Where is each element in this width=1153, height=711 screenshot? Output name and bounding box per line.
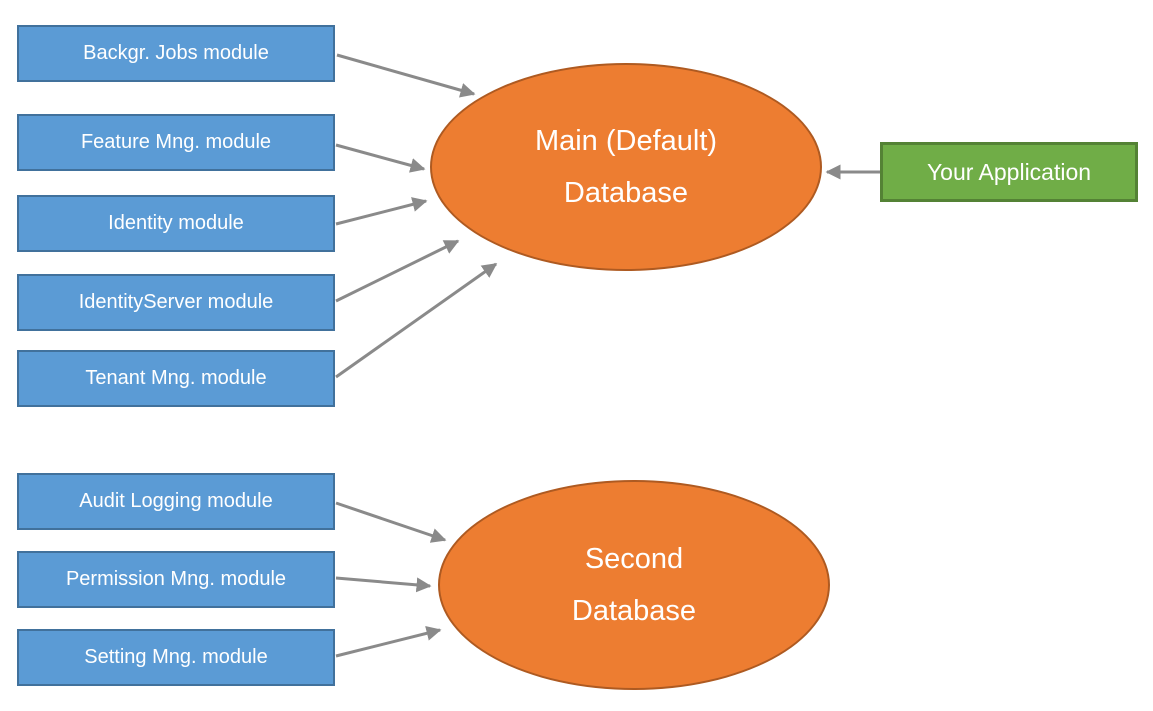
database-label-line2: Database	[563, 177, 689, 209]
node-label: IdentityServer module	[78, 291, 274, 313]
node-second-database: Second Database	[438, 480, 830, 690]
arrow-backgr-jobs-to-main-db	[336, 53, 476, 98]
node-audit-logging-module: Audit Logging module	[17, 473, 335, 530]
arrow-identity-to-main-db	[335, 197, 428, 226]
node-label: Audit Logging module	[79, 490, 273, 512]
node-label: Permission Mng. module	[65, 568, 287, 590]
node-label: Identity module	[108, 212, 244, 234]
node-main-default-database: Main (Default) Database	[430, 63, 822, 271]
node-label: Setting Mng. module	[84, 646, 268, 668]
arrow-tenant-mng-to-main-db	[335, 262, 498, 379]
node-label: Backgr. Jobs module	[83, 42, 269, 64]
database-label-line2: Database	[571, 595, 697, 627]
node-identityserver-module: IdentityServer module	[17, 274, 335, 331]
node-tenant-mng-module: Tenant Mng. module	[17, 350, 335, 407]
node-label: Feature Mng. module	[80, 131, 272, 153]
app-label: Your Application	[926, 158, 1092, 185]
node-your-application: Your Application	[880, 142, 1138, 202]
node-setting-mng-module: Setting Mng. module	[17, 629, 335, 686]
arrow-permission-mng-to-second-db	[335, 576, 432, 593]
database-label-line1: Main (Default)	[534, 125, 718, 157]
node-label: Tenant Mng. module	[85, 367, 267, 389]
node-backgr-jobs-module: Backgr. Jobs module	[17, 25, 335, 82]
database-label-line1: Second	[584, 543, 684, 575]
arrow-feature-mng-to-main-db	[335, 143, 426, 173]
node-feature-mng-module: Feature Mng. module	[17, 114, 335, 171]
arrow-setting-mng-to-second-db	[335, 625, 442, 658]
node-identity-module: Identity module	[17, 195, 335, 252]
node-permission-mng-module: Permission Mng. module	[17, 551, 335, 608]
arrow-identityserver-to-main-db	[335, 239, 460, 303]
arrow-audit-logging-to-second-db	[335, 501, 447, 543]
